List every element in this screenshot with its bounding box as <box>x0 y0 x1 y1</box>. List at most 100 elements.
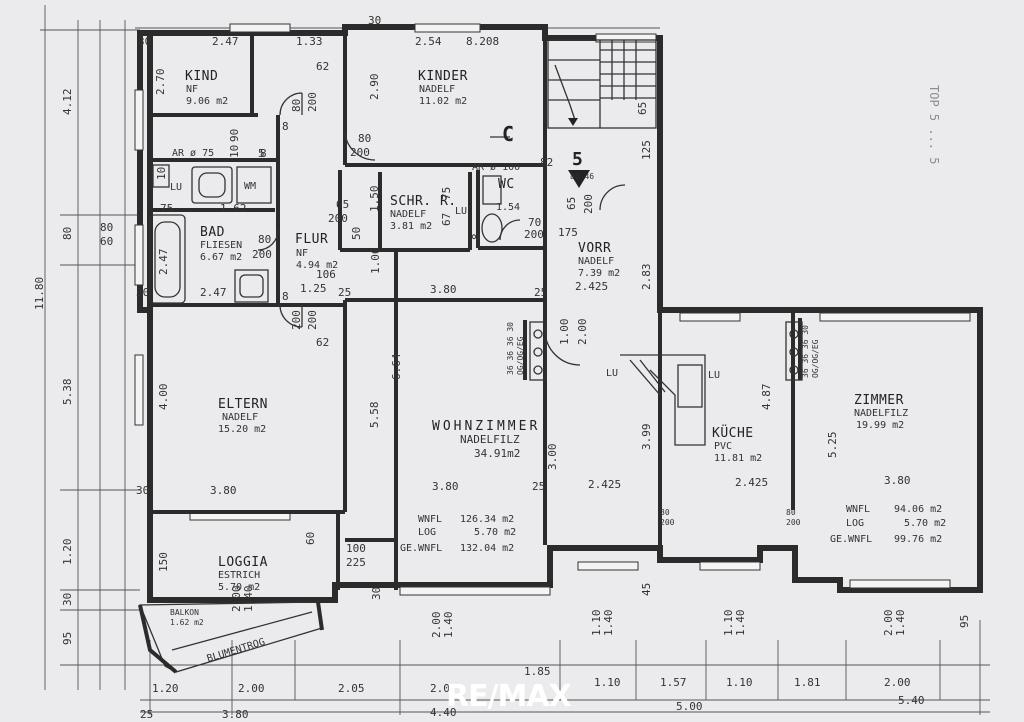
dim-bad-80: 80 <box>258 233 271 246</box>
dim-top-5: 30 <box>368 14 381 27</box>
room-kinder-area: 11.02 m2 <box>419 96 467 107</box>
dim-10-b: 10 <box>155 167 168 180</box>
dim-60: 60 <box>304 532 317 545</box>
dim-2-00-h: 2.00 <box>430 612 443 639</box>
dim-80-a: 80 <box>290 99 303 112</box>
dim-1-00: 1.00 <box>558 319 571 346</box>
door-swings <box>257 92 626 366</box>
marker-5: 5 <box>572 149 583 170</box>
dim-4-00: 4.00 <box>157 384 170 411</box>
dim-5-25: 5.25 <box>826 432 839 459</box>
dim-bottom-5: 1.57 <box>660 676 687 689</box>
summary-left-wnfl-label: WNFL <box>418 514 442 525</box>
dim-3-80-a: 3.80 <box>430 283 457 296</box>
dim-bad-height: 2.47 <box>157 249 170 276</box>
dim-bottom-6: 1.10 <box>726 676 753 689</box>
room-kueche-area: 11.81 m2 <box>714 453 762 464</box>
marker-5-sub: 80 46 <box>570 172 594 181</box>
dim-80-c: 80 <box>660 508 670 517</box>
dim-footer-2: 4.40 <box>430 706 457 719</box>
dim-30-a: 30 <box>136 484 149 497</box>
dim-left-8: 95 <box>61 632 74 645</box>
summary-right-log-value: 5.70 m2 <box>904 518 946 529</box>
room-wc-area: 1.54 <box>496 202 520 213</box>
room-wc-name: WC <box>498 177 515 192</box>
room-loggia-floor: ESTRICH <box>218 570 260 581</box>
dimension-lines-left <box>40 5 140 690</box>
dim-8-flur: 8 <box>282 120 289 133</box>
dim-5-58: 5.58 <box>368 402 381 429</box>
dim-30-b: 30 <box>136 286 149 299</box>
side-note: TOP 5 ... 5 <box>927 85 941 164</box>
dim-left-1: 80 <box>61 227 74 240</box>
dim-left-5: 5.38 <box>61 379 74 406</box>
room-wohnzimmer-name: WOHNZIMMER <box>432 419 540 434</box>
room-flur-floor: NF <box>296 248 308 259</box>
dim-1-06: 1.06 <box>369 248 382 275</box>
dim-25-a: 25 <box>338 286 351 299</box>
dim-1-10-a: 1.10 <box>590 610 603 637</box>
room-eltern-floor: NADELF <box>222 412 258 423</box>
room-zimmer-area: 19.99 m2 <box>856 420 904 431</box>
markers <box>490 136 590 188</box>
dim-bottom-4: 1.10 <box>594 676 621 689</box>
dim-left-0: 4.12 <box>61 89 74 116</box>
label-ar100: AR ø 100 <box>472 162 520 173</box>
dim-80-d: 80 <box>786 508 796 517</box>
dim-1-40-d: 1.40 <box>734 610 747 637</box>
dim-flur-106: 106 <box>316 268 336 281</box>
label-lu-schr: LU <box>455 206 467 217</box>
dim-70: 70 <box>528 216 541 229</box>
dim-kinder-height: 2.90 <box>368 74 381 101</box>
dim-top-3: 2.54 <box>415 35 442 48</box>
label-lu-kitchen: LU <box>606 368 618 379</box>
dim-80-b: 80 <box>358 132 371 145</box>
dim-200-j: 200 <box>582 194 595 214</box>
marker-c: C <box>502 122 515 146</box>
dim-4-87: 4.87 <box>760 384 773 411</box>
dim-1-40-c: 1.40 <box>602 610 615 637</box>
dim-90: 90 <box>228 129 241 142</box>
label-lu-kitchen-2: LU <box>708 370 720 381</box>
staircase <box>547 39 657 129</box>
dim-top-2: 1.33 <box>296 35 323 48</box>
dim-125: 125 <box>640 140 653 160</box>
dim-225: 225 <box>346 556 366 569</box>
summary-right-log-label: LOG <box>846 518 864 529</box>
summary-right-wnfl-label: WNFL <box>846 504 870 515</box>
room-schr-floor: NADELF <box>390 209 426 220</box>
dim-2-83: 2.83 <box>640 264 653 291</box>
dim-1-40-e: 1.40 <box>894 610 907 637</box>
dim-flur-125: 1.25 <box>300 282 327 295</box>
label-chimney-left: OG/OG/EG <box>516 336 525 375</box>
dim-footer-4: 5.40 <box>898 694 925 707</box>
label-chimney-left-sizes: 36 36 36 30 <box>506 322 515 375</box>
label-ar75: AR ø 75 <box>172 148 214 159</box>
dim-175: 175 <box>558 226 578 239</box>
room-kueche-floor: PVC <box>714 441 732 452</box>
dim-left-6: 1.20 <box>61 539 74 566</box>
dim-8-b: 8 <box>470 233 483 240</box>
summary-left-wnfl-value: 126.34 m2 <box>460 514 514 525</box>
room-balkon-area: 1.62 m2 <box>170 618 204 627</box>
dim-3-00: 3.00 <box>546 444 559 471</box>
dim-2-425-b: 2.425 <box>588 478 621 491</box>
room-vorr-area: 7.39 m2 <box>578 268 620 279</box>
dim-left-2: 80 <box>100 221 113 234</box>
dim-5: 5 <box>258 147 265 160</box>
dim-top-4: 8.208 <box>466 35 499 48</box>
dim-footer-3: 5.00 <box>676 700 703 713</box>
dim-200-b: 200 <box>350 146 370 159</box>
dim-200-f: 200 <box>306 310 319 330</box>
dim-3-80-b: 3.80 <box>210 484 237 497</box>
dim-25-b: 25 <box>534 286 547 299</box>
room-wohnzimmer-floor: NADELFILZ <box>460 433 520 446</box>
dim-footer-1: 3.80 <box>222 708 249 721</box>
dim-45: 45 <box>640 583 653 596</box>
dim-75-b: 75 <box>440 187 453 200</box>
room-loggia-name: LOGGIA <box>218 555 268 570</box>
dim-150-b: 150 <box>157 552 170 572</box>
room-loggia-area: 5.70 m2 <box>218 582 260 593</box>
dim-62: 62 <box>316 60 329 73</box>
